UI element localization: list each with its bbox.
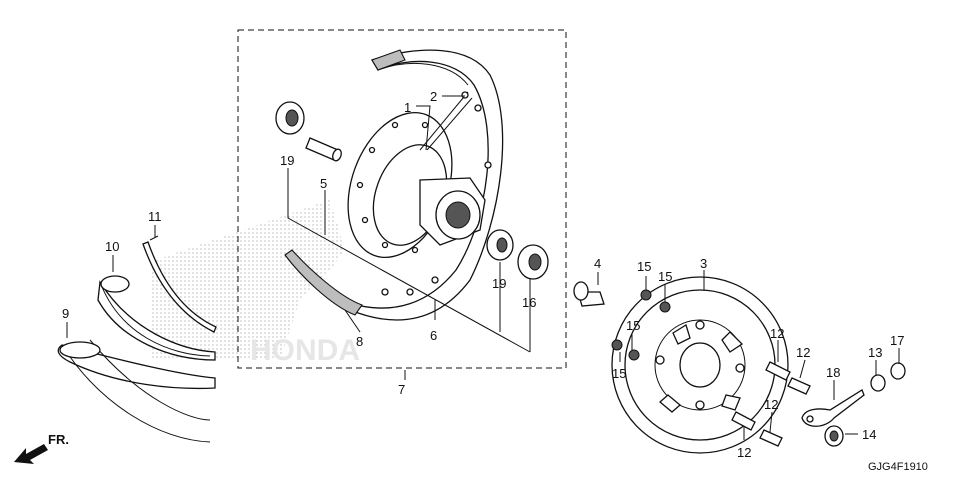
front-label: FR. (48, 432, 69, 447)
distance-collar[interactable] (305, 137, 343, 162)
bearing-19-top[interactable] (275, 101, 305, 135)
front-direction-indicator: FR. (14, 432, 69, 464)
bolt-12-d[interactable] (759, 429, 783, 447)
callout-2: 2 (430, 89, 437, 104)
callout-16: 16 (522, 295, 536, 310)
leader-lines (66, 95, 900, 440)
callout-15-d: 15 (612, 366, 626, 381)
callout-15-c: 15 (626, 318, 640, 333)
honda-watermark: HONDA (150, 200, 360, 367)
sprocket-collar[interactable] (573, 281, 605, 307)
nut-14[interactable] (824, 425, 844, 447)
watermark-text: HONDA (250, 334, 360, 367)
callout-19-b: 19 (492, 276, 506, 291)
bearing-19-right[interactable] (486, 229, 514, 261)
callout-1: 1 (404, 100, 411, 115)
nut-13[interactable] (870, 374, 886, 392)
callout-labels: 1 2 3 4 5 6 7 8 9 10 11 12 12 12 12 13 1… (62, 89, 904, 460)
callout-15-b: 15 (658, 269, 672, 284)
callout-12-c: 12 (764, 397, 778, 412)
driven-sprocket[interactable] (611, 276, 789, 454)
inner-tube[interactable] (97, 275, 216, 361)
bearing-16[interactable] (517, 244, 549, 280)
bolt-12-c[interactable] (731, 411, 756, 431)
rim-band[interactable] (142, 235, 217, 333)
callout-12-d: 12 (737, 445, 751, 460)
callout-18: 18 (826, 365, 840, 380)
nut-15-d[interactable] (628, 349, 640, 361)
callout-7: 7 (398, 382, 405, 397)
callout-19-a: 19 (280, 153, 294, 168)
wheel-hub[interactable] (329, 98, 486, 272)
nut-15-b[interactable] (659, 301, 671, 313)
callout-12-b: 12 (796, 345, 810, 360)
callout-8: 8 (356, 334, 363, 349)
nut-17[interactable] (890, 362, 906, 380)
callout-17: 17 (890, 333, 904, 348)
callout-9: 9 (62, 306, 69, 321)
callout-14: 14 (862, 427, 876, 442)
bolt-12-b[interactable] (787, 377, 811, 395)
callout-11: 11 (148, 209, 162, 224)
bolt-12-a[interactable] (765, 361, 791, 381)
callout-4: 4 (594, 256, 601, 271)
front-arrow-icon (14, 444, 48, 464)
diagram-code: GJG4F1910 (868, 461, 928, 473)
rim[interactable] (284, 49, 504, 321)
tire[interactable] (57, 339, 216, 443)
callout-15-a: 15 (637, 259, 651, 274)
callout-12-a: 12 (770, 326, 784, 341)
nut-15-a[interactable] (640, 289, 652, 301)
wheel-assembly-box (237, 29, 567, 369)
nut-15-c[interactable] (611, 339, 623, 351)
callout-13: 13 (868, 345, 882, 360)
chain-adjuster[interactable] (801, 389, 865, 427)
callout-6: 6 (430, 328, 437, 343)
callout-10: 10 (105, 239, 119, 254)
callout-5: 5 (320, 176, 327, 191)
callout-3: 3 (700, 256, 707, 271)
